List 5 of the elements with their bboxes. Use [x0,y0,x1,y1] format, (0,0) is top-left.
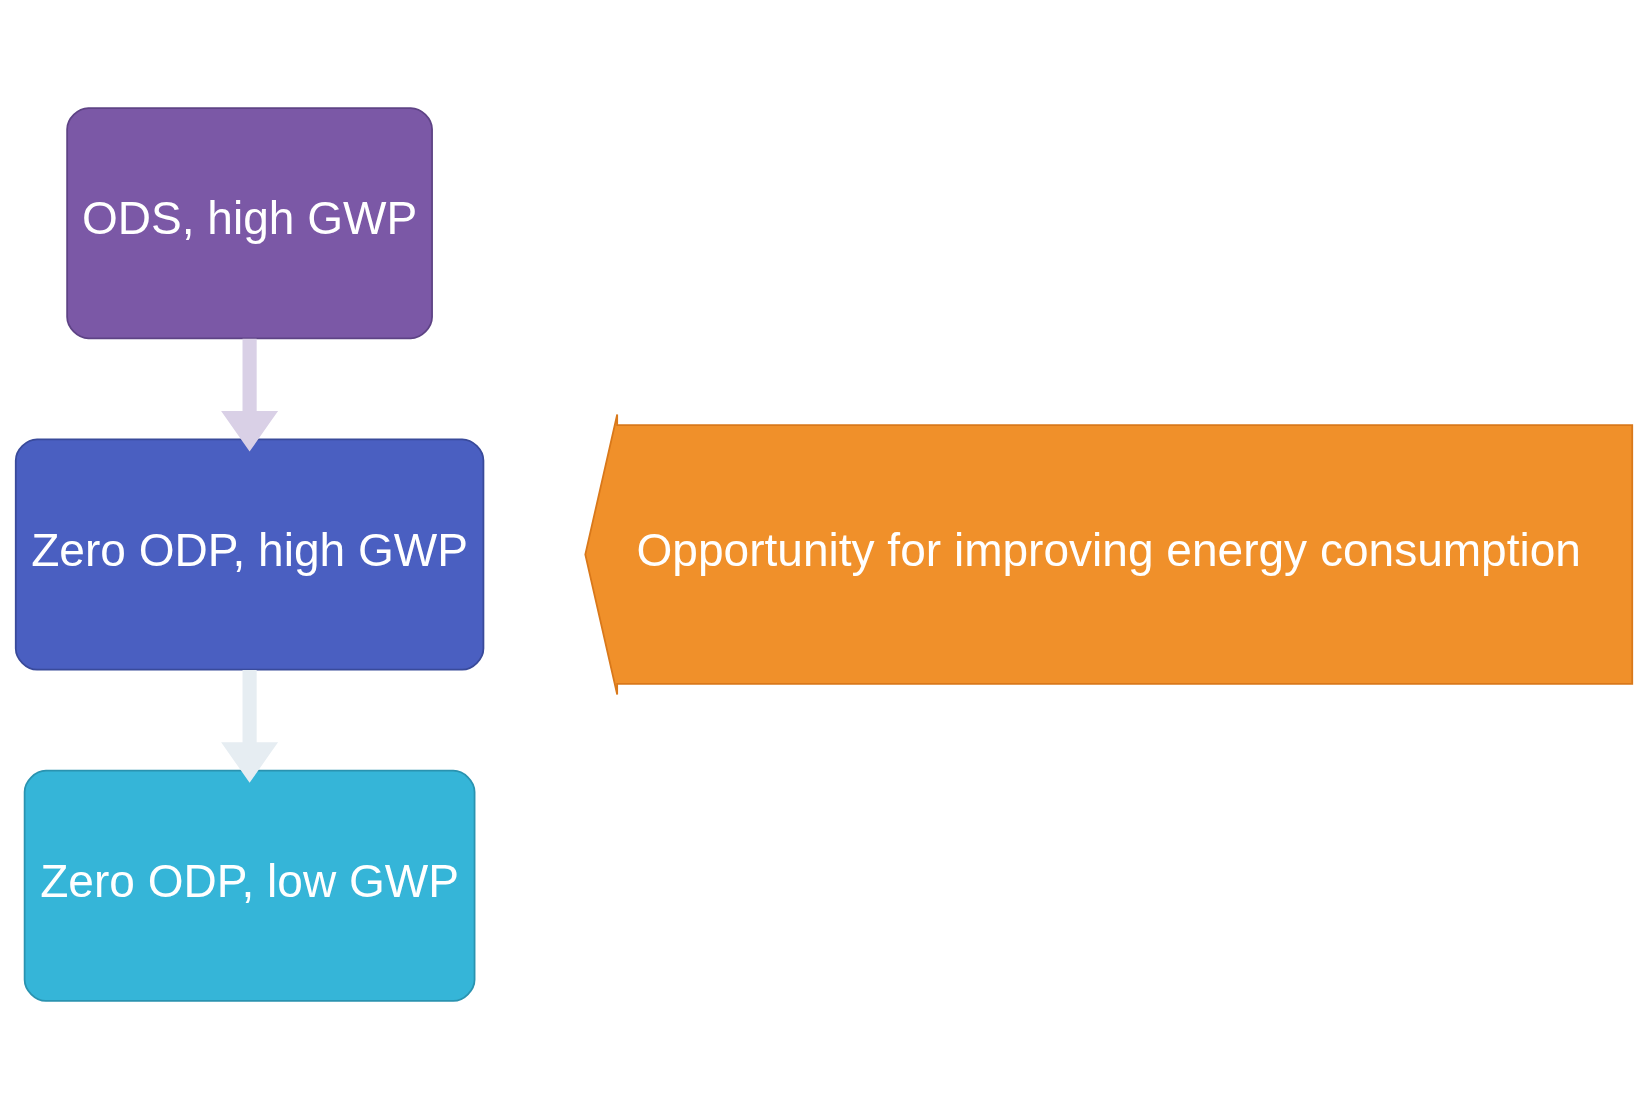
node-box: ODS, high GWP [66,107,433,340]
node-box: Zero ODP, low GWP [23,769,476,1002]
node-box: Zero ODP, high GWP [14,438,485,671]
arrow [221,338,279,452]
arrow [221,669,279,783]
